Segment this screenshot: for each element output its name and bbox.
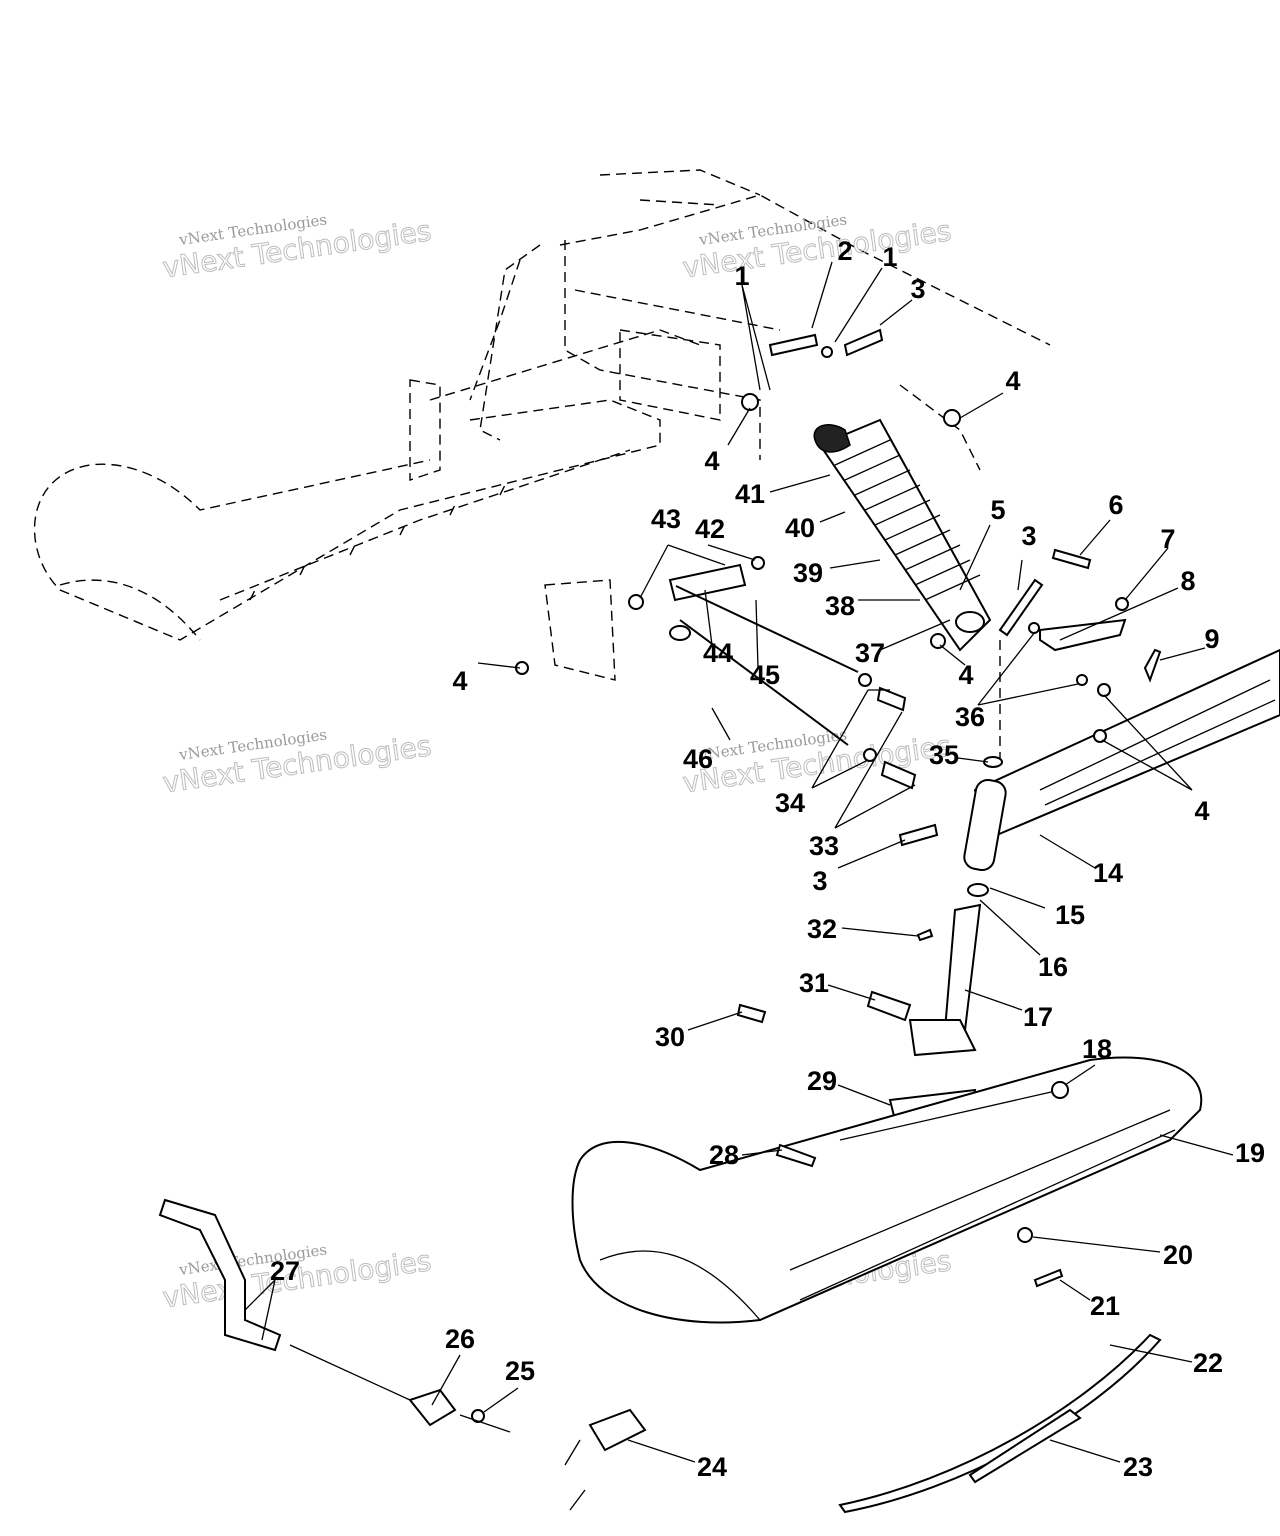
callout-3: 3 (1021, 521, 1036, 551)
callout-19: 19 (1235, 1138, 1265, 1168)
callout-4: 4 (958, 660, 973, 690)
callout-4: 4 (452, 666, 467, 696)
callout-40: 40 (785, 513, 815, 543)
callout-14: 14 (1093, 858, 1123, 888)
callout-29: 29 (807, 1066, 837, 1096)
callout-43: 43 (651, 504, 681, 534)
callout-21: 21 (1090, 1291, 1120, 1321)
callout-37: 37 (855, 638, 885, 668)
callout-24: 24 (697, 1452, 727, 1482)
callout-44: 44 (703, 638, 733, 668)
callout-4: 4 (1194, 796, 1209, 826)
callout-20: 20 (1163, 1240, 1193, 1270)
callout-1: 1 (734, 261, 749, 291)
callout-36: 36 (955, 702, 985, 732)
callout-16: 16 (1038, 952, 1068, 982)
callout-34: 34 (775, 788, 805, 818)
callout-27: 27 (270, 1256, 300, 1286)
callout-3: 3 (812, 866, 827, 896)
callout-33: 33 (809, 831, 839, 861)
callout-42: 42 (695, 514, 725, 544)
callout-39: 39 (793, 558, 823, 588)
callout-25: 25 (505, 1356, 535, 1386)
phantom-chassis (33, 169, 1051, 760)
callout-15: 15 (1055, 900, 1085, 930)
callout-1: 1 (882, 242, 897, 272)
shock-absorber (813, 418, 992, 652)
callout-labels: 1 2 1 3 4 4 41 40 39 38 5 37 43 42 44 45… (270, 236, 1265, 1482)
callout-26: 26 (445, 1324, 475, 1354)
callout-23: 23 (1123, 1452, 1153, 1482)
spindle-and-ski (571, 648, 1280, 1324)
callout-4: 4 (1005, 366, 1020, 396)
callout-31: 31 (799, 968, 829, 998)
callout-2: 2 (837, 236, 852, 266)
callout-32: 32 (807, 914, 837, 944)
callout-35: 35 (929, 740, 959, 770)
callout-30: 30 (655, 1022, 685, 1052)
callout-38: 38 (825, 591, 855, 621)
callout-28: 28 (709, 1140, 739, 1170)
callout-3: 3 (910, 274, 925, 304)
callout-7: 7 (1160, 524, 1175, 554)
callout-9: 9 (1204, 624, 1219, 654)
callout-41: 41 (735, 479, 765, 509)
callout-5: 5 (990, 495, 1005, 525)
callout-45: 45 (750, 660, 780, 690)
callout-18: 18 (1082, 1034, 1112, 1064)
callout-17: 17 (1023, 1002, 1053, 1032)
callout-46: 46 (683, 744, 713, 774)
callout-6: 6 (1108, 490, 1123, 520)
wear-bar-and-carbide (838, 1333, 1162, 1514)
callout-4: 4 (704, 446, 719, 476)
leader-lines (244, 261, 1234, 1463)
callout-22: 22 (1193, 1348, 1223, 1378)
steering-tube-parts (158, 1198, 647, 1511)
callout-8: 8 (1180, 566, 1195, 596)
hardware (515, 328, 1162, 1288)
